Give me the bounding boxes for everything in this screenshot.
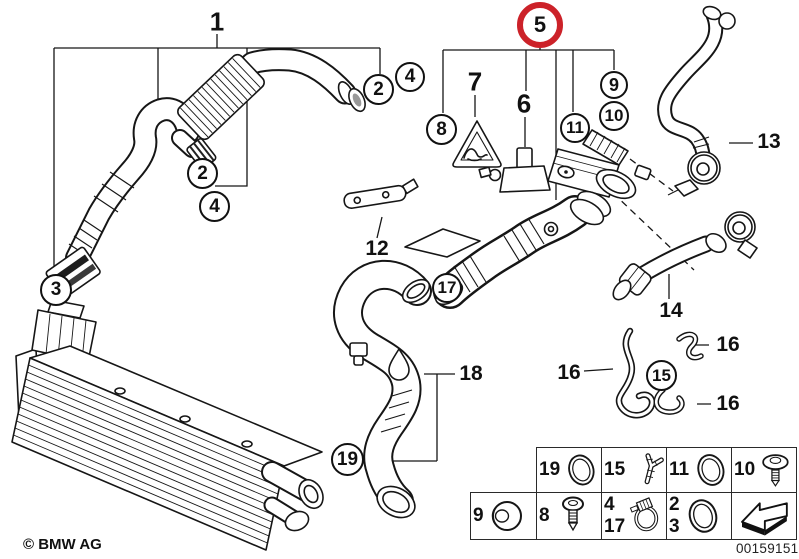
part-callout-19[interactable]: 19 <box>331 443 364 476</box>
part-callout-8[interactable]: 8 <box>426 114 457 145</box>
legend-num-17: 17 <box>604 516 626 538</box>
legend-num-15: 15 <box>604 458 626 480</box>
legend-cell-11[interactable]: 11 <box>666 447 732 493</box>
legend-cell-15[interactable]: 15 <box>601 447 667 493</box>
part-callout-17[interactable]: 17 <box>432 273 462 303</box>
legend-num-8: 8 <box>539 504 550 526</box>
vent-hose-15-16-illustration <box>615 327 704 419</box>
legend-cell-8[interactable]: 8 <box>536 492 602 540</box>
screw-icon <box>561 496 584 532</box>
legend-num-2: 2 <box>669 493 680 515</box>
legend-cell-2-3[interactable]: 2 3 <box>666 492 732 540</box>
part-callout-4-lower[interactable]: 4 <box>199 191 230 222</box>
part-callout-9[interactable]: 9 <box>600 71 628 99</box>
washer-screw-icon <box>762 454 789 487</box>
legend-nums-2-3: 2 3 <box>669 493 680 538</box>
hose-clamp-icon <box>629 497 659 532</box>
legend-num-4: 4 <box>604 493 615 515</box>
part-label-16-top-right[interactable]: 16 <box>716 333 740 356</box>
legend-num-19: 19 <box>539 458 561 480</box>
duct1-seal-ring <box>348 87 366 113</box>
copyright-text: © BMW AG <box>23 536 102 553</box>
part-callout-2-lower[interactable]: 2 <box>187 158 218 189</box>
part-label-6[interactable]: 6 <box>516 88 532 119</box>
direction-arrow-icon <box>741 502 788 536</box>
legend-num-3: 3 <box>669 516 680 538</box>
part-label-16-left[interactable]: 16 <box>557 361 581 384</box>
sensor-6-illustration <box>478 147 551 193</box>
charge-air-duct-1-illustration <box>45 48 366 299</box>
part-label-12[interactable]: 12 <box>365 237 389 260</box>
legend-cell-10[interactable]: 10 <box>731 447 797 493</box>
charge-pipe-18-illustration <box>333 259 432 519</box>
y-clip-icon <box>644 453 664 485</box>
part-callout-2-upper[interactable]: 2 <box>363 74 394 105</box>
duct1-ribbed-sleeve <box>177 53 265 141</box>
part-callout-10[interactable]: 10 <box>599 101 629 131</box>
legend-cell-4-17[interactable]: 4 17 <box>601 492 667 540</box>
part-label-16-bottom-right[interactable]: 16 <box>716 392 740 415</box>
legend-nums-4-17: 4 17 <box>604 493 626 538</box>
part-callout-3[interactable]: 3 <box>40 274 72 306</box>
legend-num-11: 11 <box>669 458 690 480</box>
part-callout-11[interactable]: 11 <box>560 113 590 143</box>
hose-13-illustration <box>657 5 736 197</box>
intercooler-illustration <box>11 299 324 551</box>
part-callout-5-highlighted[interactable]: 5 <box>517 2 563 48</box>
o-ring-icon <box>568 454 595 486</box>
part-label-13[interactable]: 13 <box>757 130 781 153</box>
part-callout-4-upper[interactable]: 4 <box>395 62 425 92</box>
legend-num-10: 10 <box>734 458 756 480</box>
legend-cell-direction[interactable] <box>731 492 797 540</box>
part-label-1[interactable]: 1 <box>209 6 225 37</box>
callout-pointer-lines <box>53 34 753 462</box>
o-ring-icon <box>688 499 717 533</box>
part-label-18[interactable]: 18 <box>459 362 483 385</box>
legend-num-9: 9 <box>473 504 484 526</box>
document-number: 00159151 <box>736 541 799 556</box>
legend-cell-9[interactable]: 9 <box>470 492 537 540</box>
hose-14-illustration <box>612 211 758 301</box>
part-label-7[interactable]: 7 <box>467 66 483 97</box>
legend-cell-19[interactable]: 19 <box>536 447 602 493</box>
grommet-icon <box>491 501 522 531</box>
part-callout-15[interactable]: 15 <box>646 360 677 391</box>
o-ring-icon <box>697 454 725 486</box>
warning-triangle-icon <box>452 120 502 168</box>
bracket-12-illustration <box>343 178 419 210</box>
part-label-14[interactable]: 14 <box>659 299 683 322</box>
